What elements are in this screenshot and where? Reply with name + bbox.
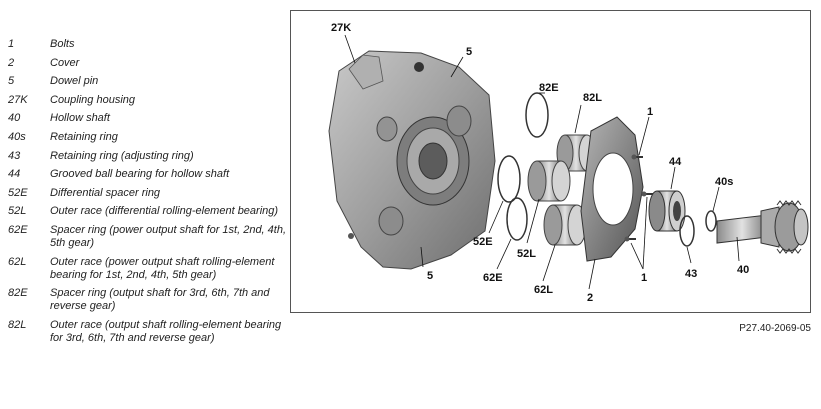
legend-row: 62E Spacer ring (power output shaft for 1… [8,224,288,250]
callout-27K: 27K [331,22,351,34]
legend-row: 1 Bolts [8,38,288,51]
legend-number: 43 [8,149,21,162]
legend-row: 62L Outer race (power output shaft rollin… [8,256,288,282]
legend-number: 82E [8,287,28,300]
spacer-ring-82E-shape [525,92,549,138]
legend-number: 1 [8,38,15,50]
callout-52E: 52E [473,236,493,248]
callout-40: 40 [737,264,749,276]
legend-number: 40s [8,130,26,143]
callout-62E: 62E [483,272,503,284]
callout-1-bottom: 1 [641,272,647,284]
legend-number: 52E [8,186,28,199]
leader-lines [344,34,740,290]
callout-5-bottom: 5 [427,270,433,282]
hollow-shaft-shape [716,200,809,254]
spacer-ring-52E-shape [497,155,521,203]
legend-row: 40s Retaining ring [8,131,288,144]
legend-row: 40 Hollow shaft [8,112,288,125]
legend-text: Grooved ball bearing for hollow shaft [50,168,230,181]
coupling-housing-shape [328,50,496,270]
legend-text: Retaining ring (adjusting ring) [50,149,194,162]
legend-number: 52L [8,205,27,218]
legend-text: Hollow shaft [50,112,110,125]
legend-text: Outer race (output shaft rolling-element… [50,318,282,344]
legend-text: Spacer ring (power output shaft for 1st,… [50,223,287,249]
legend: 1 Bolts 2 Cover 5 Dowel pin 27K Coupling hou… [8,38,288,350]
legend-number: 62L [8,255,27,268]
legend-text: Spacer ring (output shaft for 3rd, 6th, … [50,287,270,313]
legend-number: 2 [8,56,15,69]
legend-row: 27K Coupling housing [8,94,288,107]
legend-row: 82L Outer race (output shaft rolling-elem… [8,319,288,345]
legend-row: 44 Grooved ball bearing for hollow shaft [8,168,288,181]
callout-5-top: 5 [466,46,472,58]
outer-race-52L-shape [527,160,571,202]
legend-text: Bolts [50,38,75,50]
retaining-ring-43-shape [679,215,695,247]
legend-number: 44 [8,168,21,181]
legend-row: 52L Outer race (differential rolling-elem… [8,205,288,218]
callout-82L: 82L [583,92,602,104]
callout-1-top: 1 [647,106,653,118]
retaining-ring-40s-shape [705,210,717,232]
callout-82E: 82E [539,82,559,94]
legend-text: Differential spacer ring [50,186,161,199]
legend-row: 5 Dowel pin [8,75,288,88]
legend-number: 5 [8,75,15,88]
callout-40s: 40s [715,176,733,188]
legend-number: 40 [8,112,21,125]
cover-shape [580,116,644,262]
legend-text: Outer race (power output shaft rolling-e… [50,255,275,281]
legend-number: 27K [8,93,28,106]
legend-text: Coupling housing [50,93,136,106]
bolt-shapes [624,154,653,242]
callout-43: 43 [685,268,697,280]
legend-number: 62E [8,223,28,236]
callout-62L: 62L [534,284,553,296]
legend-row: 52E Differential spacer ring [8,187,288,200]
legend-text: Outer race (differential rolling-element… [50,205,279,218]
callout-52L: 52L [517,248,536,260]
legend-text: Cover [50,56,80,69]
legend-row: 43 Retaining ring (adjusting ring) [8,150,288,163]
legend-text: Retaining ring [50,130,118,143]
callout-44: 44 [669,156,682,168]
callout-2: 2 [587,292,593,304]
legend-row: 2 Cover [8,57,288,70]
exploded-view-figure: 27K 5 82E 82L 1 44 40s 52E 52L 62E 62L 2… [290,10,811,313]
spacer-ring-62E-shape [506,197,528,241]
legend-number: 82L [8,318,27,331]
ball-bearing-shape [648,190,686,232]
legend-row: 82E Spacer ring (output shaft for 3rd, 6t… [8,287,288,313]
figure-reference: P27.40-2069-05 [739,323,811,334]
exploded-view-drawing: 27K 5 82E 82L 1 44 40s 52E 52L 62E 62L 2… [328,22,809,304]
legend-text: Dowel pin [50,75,99,88]
outer-race-62L-shape [543,204,587,246]
